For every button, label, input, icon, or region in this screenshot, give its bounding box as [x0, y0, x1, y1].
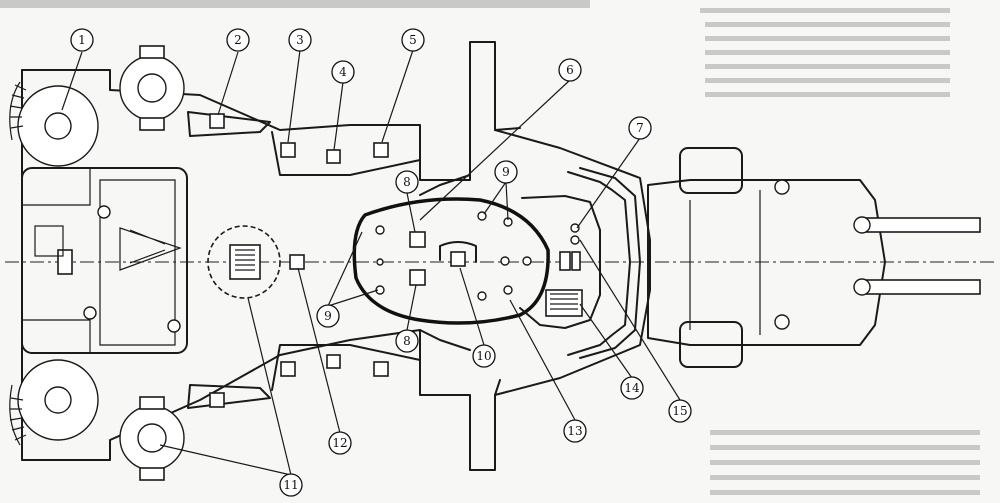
callout-14-label: 14 [624, 381, 640, 395]
callout-8-bottom: 8 [395, 329, 419, 353]
callout-3: 3 [288, 28, 312, 52]
page-edge-text-blocks [0, 0, 980, 495]
callouts: 1 2 3 4 5 6 7 8 8 9 9 9 10 11 12 13 14 1… [70, 28, 692, 497]
gun-barrel-bottom [861, 279, 981, 295]
vent-3 [280, 142, 296, 158]
compass-10 [450, 251, 466, 267]
bridge-superstructure [352, 129, 651, 396]
leader-lines [61, 49, 681, 476]
mounting-ring-11 [207, 225, 281, 299]
callout-8-top: 8 [395, 170, 419, 194]
callout-12-label: 12 [332, 436, 347, 450]
callout-7-label: 7 [636, 121, 644, 135]
callout-10-label: 10 [476, 349, 491, 363]
callout-8-top-label: 8 [403, 175, 411, 189]
callout-6: 6 [558, 58, 582, 82]
sensor-12 [289, 254, 305, 270]
forward-console-7 [519, 195, 601, 329]
callout-13: 13 [563, 419, 587, 443]
callout-4: 4 [331, 60, 355, 84]
callout-13-label: 13 [567, 424, 582, 438]
callout-8-bottom-label: 8 [403, 334, 411, 348]
callout-7: 7 [628, 116, 652, 140]
callout-1: 1 [70, 28, 94, 52]
callout-9-top-label: 9 [502, 165, 510, 179]
bridge-outline [352, 197, 550, 325]
callout-12: 12 [328, 431, 352, 455]
vent-2 [209, 113, 225, 129]
callout-5: 5 [401, 28, 425, 52]
callout-2: 2 [226, 28, 250, 52]
callout-4-label: 4 [339, 65, 347, 79]
callout-15: 15 [668, 399, 692, 423]
callout-10: 10 [472, 344, 496, 368]
callout-9-left: 9 [316, 304, 340, 328]
callout-2-label: 2 [234, 33, 242, 47]
instrument-8-top [409, 231, 426, 248]
compass-10-housing [439, 241, 477, 263]
callout-15-label: 15 [672, 404, 687, 418]
vent-5 [373, 142, 389, 158]
forward-gun-turret [647, 147, 981, 368]
callout-11-label: 11 [283, 478, 298, 492]
callout-9-top: 9 [494, 160, 518, 184]
vent-4 [326, 149, 341, 164]
aft-machinery [57, 249, 73, 275]
instrument-8-bottom [409, 269, 426, 286]
callout-5-label: 5 [409, 33, 417, 47]
aft-deck-section [9, 41, 521, 481]
callout-11: 11 [279, 473, 303, 497]
hangar-block [21, 167, 188, 354]
callout-6-label: 6 [566, 63, 574, 77]
hatch-unit [229, 244, 261, 280]
callout-1-label: 1 [78, 33, 86, 47]
callout-9-left-label: 9 [324, 309, 332, 323]
gun-barrel-top [861, 217, 981, 233]
callout-14: 14 [620, 376, 644, 400]
callout-3-label: 3 [296, 33, 304, 47]
